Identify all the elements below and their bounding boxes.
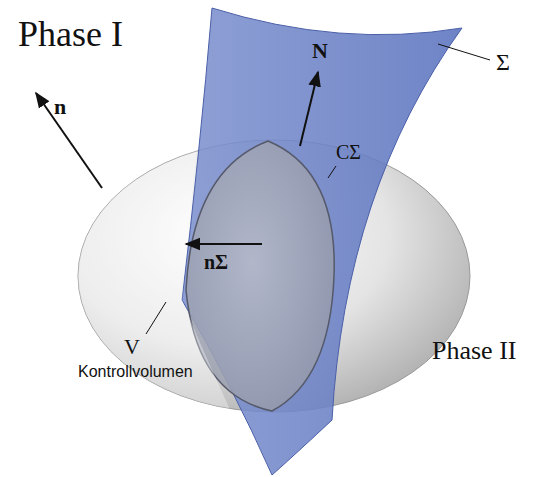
leader-line	[146, 302, 166, 334]
volume-caption: Kontrollvolumen	[78, 364, 193, 380]
control-volume	[78, 140, 470, 412]
phase-label: Phase I	[18, 16, 123, 52]
control-volume-front	[78, 140, 470, 412]
normal-vector-N	[300, 72, 318, 146]
leader-line	[328, 166, 336, 178]
normal-vector-n	[36, 93, 102, 188]
volume-label: V	[124, 336, 140, 358]
vector-label: n	[54, 96, 66, 118]
surface-label: Σ	[496, 50, 510, 74]
curve-label: CΣ	[336, 142, 361, 162]
vector-label: N	[312, 40, 328, 62]
phase-label: Phase II	[432, 338, 516, 364]
leader-line	[438, 44, 490, 60]
vector-label: nΣ	[204, 252, 228, 272]
normal-vector-nsigma	[186, 243, 262, 245]
